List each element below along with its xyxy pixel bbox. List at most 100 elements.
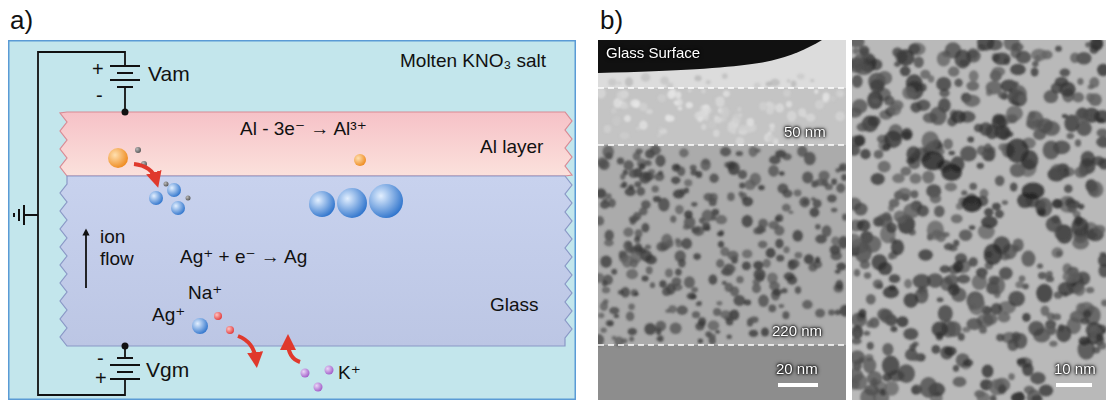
drawing-part (636, 149, 643, 155)
drawing-part (149, 191, 163, 205)
drawing-part (797, 74, 805, 80)
drawing-part (854, 203, 868, 216)
drawing-part (815, 179, 825, 186)
drawing-part (602, 280, 608, 286)
drawing-part (1058, 324, 1065, 332)
drawing-part (776, 255, 784, 262)
polarity-sign: + (92, 58, 104, 81)
drawing-part (1052, 199, 1063, 209)
drawing-part (1008, 373, 1014, 380)
drawing-part (626, 312, 634, 322)
drawing-part (1037, 263, 1043, 268)
drawing-part (852, 40, 1106, 400)
drawing-part (167, 183, 181, 197)
drawing-part (853, 48, 859, 54)
drawing-part (1080, 318, 1089, 325)
drawing-part (639, 103, 647, 111)
drawing-part (616, 81, 621, 85)
drawing-part (598, 345, 846, 400)
ion-label: K⁺ (338, 362, 361, 384)
drawing-part (901, 167, 912, 176)
drawing-part (337, 188, 367, 218)
scale-label: 10 nm (1054, 360, 1096, 377)
drawing-part (889, 285, 896, 291)
drawing-part (759, 102, 766, 110)
polarity-sign: - (97, 347, 104, 370)
drawing-part (1077, 78, 1083, 85)
drawing-part (1100, 252, 1106, 257)
drawing-part (903, 328, 918, 340)
drawing-part (891, 239, 904, 255)
drawing-part (656, 329, 661, 335)
drawing-part (936, 77, 951, 91)
drawing-part (884, 131, 902, 148)
drawing-part (1006, 139, 1029, 163)
drawing-part (750, 173, 761, 186)
drawing-part (977, 40, 994, 51)
drawing-part (717, 301, 723, 306)
drawing-part (808, 263, 817, 272)
drawing-part (628, 185, 634, 191)
drawing-part (763, 259, 771, 268)
layer-label: Glass (490, 294, 539, 316)
drawing-part (966, 318, 982, 330)
drawing-part (124, 87, 126, 112)
drawing-part (932, 322, 948, 337)
drawing-part (954, 78, 962, 87)
drawing-part (916, 100, 930, 111)
drawing-part (712, 209, 719, 216)
drawing-part (866, 294, 876, 304)
drawing-part (598, 88, 606, 98)
drawing-part (992, 203, 1001, 211)
salt-bath-panel: Molten KNO₃ saltAl - 3e⁻ → Al³⁺Al layeri… (8, 40, 576, 400)
drawing-part (836, 89, 845, 97)
drawing-part (870, 79, 885, 93)
drawing-part (886, 223, 897, 233)
drawing-part (598, 73, 846, 346)
drawing-part (633, 212, 641, 220)
drawing-part (630, 259, 638, 268)
drawing-part (702, 222, 710, 230)
drawing-part (601, 328, 607, 333)
bath-label: Molten KNO₃ salt (400, 50, 546, 72)
drawing-part (1086, 93, 1095, 102)
drawing-part (948, 67, 959, 77)
drawing-part (727, 193, 734, 201)
drawing-part (1081, 151, 1095, 167)
drawing-part (791, 81, 797, 88)
drawing-part (852, 374, 867, 390)
drawing-part (911, 385, 922, 395)
drawing-part (708, 321, 720, 331)
drawing-part (815, 224, 821, 230)
drawing-part (984, 144, 992, 154)
drawing-part (309, 191, 335, 217)
drawing-part (752, 284, 761, 294)
drawing-part (628, 328, 637, 335)
drawing-part (993, 53, 1011, 66)
drawing-part (852, 99, 868, 114)
drawing-part (1072, 92, 1084, 102)
drawing-part (635, 229, 643, 237)
drawing-part (725, 283, 734, 292)
reaction-text: Ag⁺ + e⁻ → Ag (180, 246, 307, 268)
drawing-part (605, 193, 611, 199)
drawing-part (1030, 372, 1045, 384)
drawing-part (927, 221, 944, 241)
drawing-part (1022, 363, 1033, 376)
drawing-part (857, 219, 871, 231)
drawing-part (962, 195, 983, 212)
drawing-part (742, 215, 753, 227)
drawing-part (892, 47, 902, 57)
drawing-part (1008, 291, 1025, 307)
panel-letter: a) (10, 6, 33, 36)
drawing-part (802, 171, 813, 183)
drawing-part (611, 108, 616, 114)
drawing-part (828, 310, 835, 316)
drawing-part (804, 152, 816, 165)
drawing-part (634, 181, 641, 187)
depth-label: 220 nm (772, 322, 822, 339)
drawing-part (734, 295, 746, 306)
drawing-part (1013, 238, 1024, 251)
drawing-part (793, 230, 803, 242)
drawing-part (670, 215, 676, 222)
